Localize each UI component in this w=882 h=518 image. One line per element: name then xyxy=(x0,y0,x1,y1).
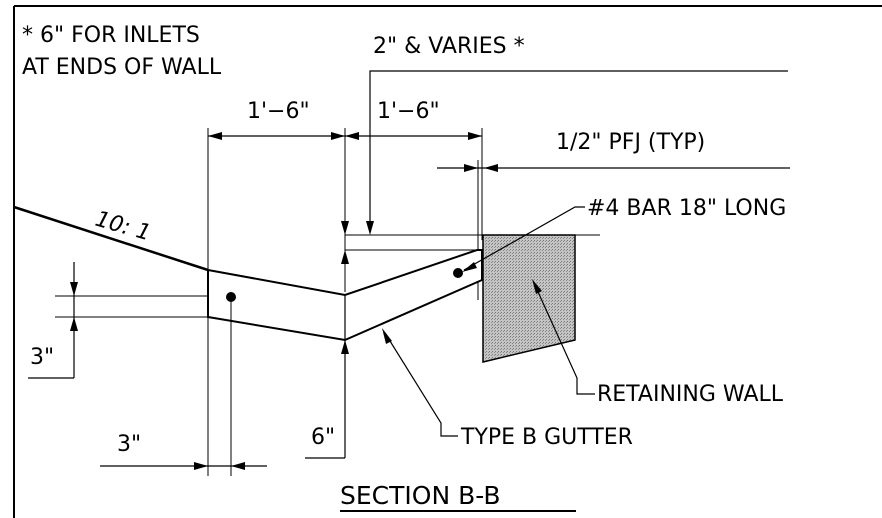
pfj-arrow-right xyxy=(484,164,498,172)
left-depth-arrow-top xyxy=(70,282,78,296)
dim-width-arrow-mid-a xyxy=(331,132,345,140)
callout-wall-arrow xyxy=(532,279,542,294)
section-title: SECTION B-B xyxy=(340,481,501,510)
bottom-dim-arrow-left xyxy=(194,462,208,470)
dim-width-arrow-mid-b xyxy=(345,132,359,140)
mid-arrow-up xyxy=(341,250,349,264)
callout-bar-leader xyxy=(463,206,585,271)
pfj-arrow-left xyxy=(464,164,478,172)
note-inlets-line2: AT ENDS OF WALL xyxy=(22,55,222,80)
bar-dot-left xyxy=(226,292,236,302)
center-depth-arrow xyxy=(341,340,349,354)
left-depth-arrow-bottom xyxy=(70,317,78,331)
dim-pfj-label: 1/2" PFJ (TYP) xyxy=(556,130,705,155)
dim-left-depth-label: 3" xyxy=(30,345,54,370)
ground-slope-line xyxy=(13,205,209,272)
note-inlets-line1: * 6" FOR INLETS xyxy=(22,23,200,48)
callout-bar-label: #4 BAR 18" LONG xyxy=(587,196,786,221)
dim-bottom-offset-label: 3" xyxy=(117,432,141,457)
varies-arrow-down xyxy=(366,221,374,235)
dim-varies-leader xyxy=(369,70,788,225)
callout-gutter-label: TYPE B GUTTER xyxy=(460,425,633,450)
dim-varies-label: 2" & VARIES * xyxy=(373,34,525,59)
retaining-wall xyxy=(482,234,576,363)
callout-bar-arrow xyxy=(462,262,477,272)
dim-width-arrow-left xyxy=(208,132,222,140)
dim-left-width-label: 1'−6" xyxy=(247,99,310,124)
dim-center-depth-label: 6" xyxy=(311,425,335,450)
dim-right-width-label: 1'−6" xyxy=(377,99,440,124)
callout-wall-leader xyxy=(533,282,595,395)
mid-arrow-down xyxy=(341,221,349,235)
slope-label: 10: 1 xyxy=(92,207,153,247)
callout-wall-label: RETAINING WALL xyxy=(597,382,784,407)
dim-width-arrow-right xyxy=(468,132,482,140)
callout-gutter-arrow xyxy=(382,328,392,344)
bar-dot-right xyxy=(453,268,463,278)
bottom-dim-arrow-right xyxy=(231,462,245,470)
callout-gutter-leader xyxy=(384,332,458,437)
